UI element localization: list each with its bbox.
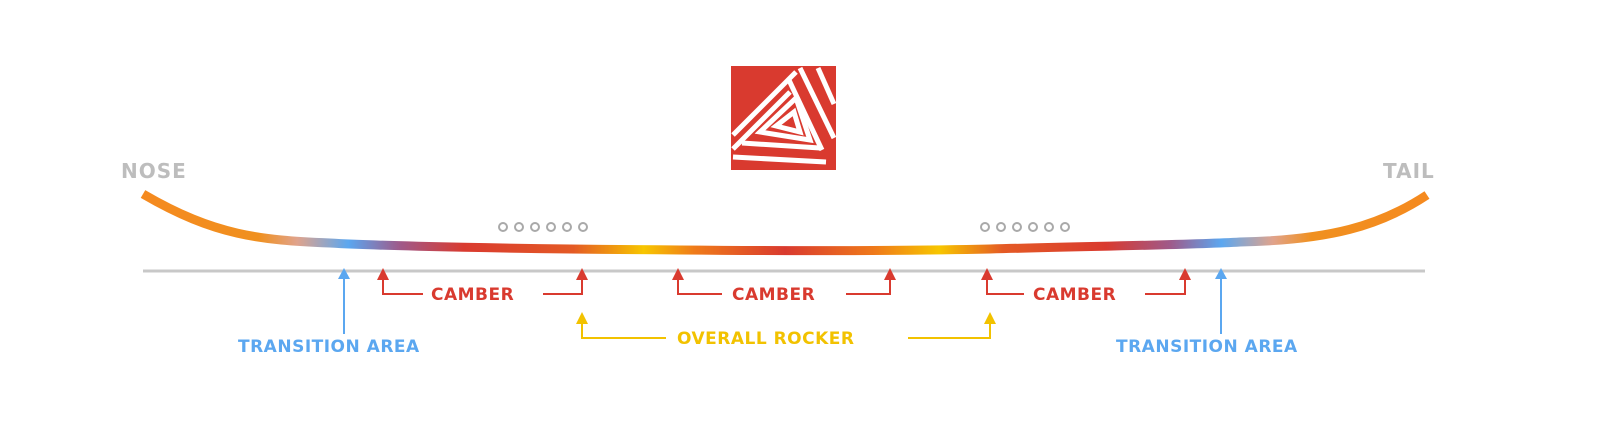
camber-center-arrow-end bbox=[884, 268, 896, 280]
rocker-arrow-end bbox=[984, 312, 996, 324]
rocker-arrow-start bbox=[576, 312, 588, 324]
overall-rocker-bracket bbox=[581, 322, 991, 339]
camber-label-center: CAMBER bbox=[732, 285, 815, 305]
tail-label: TAIL bbox=[1383, 159, 1435, 183]
camber-center-arrow-start bbox=[672, 268, 684, 280]
nose-label: NOSE bbox=[121, 159, 187, 183]
camber-bracket-right bbox=[986, 278, 1186, 295]
transition-marker-left bbox=[338, 268, 350, 334]
brand-logo bbox=[731, 66, 837, 170]
camber-label-left: CAMBER bbox=[431, 285, 514, 305]
transition-area-label-right: TRANSITION AREA bbox=[1116, 337, 1298, 357]
transition-area-label-left: TRANSITION AREA bbox=[238, 337, 420, 357]
overall-rocker-label: OVERALL ROCKER bbox=[677, 329, 855, 349]
camber-right-arrow-end bbox=[1179, 268, 1191, 280]
board-profile bbox=[140, 190, 1430, 256]
camber-bracket-center bbox=[677, 278, 891, 295]
transition-marker-right bbox=[1215, 268, 1227, 334]
binding-inserts-left bbox=[498, 222, 588, 232]
binding-inserts-right bbox=[980, 222, 1070, 232]
camber-left-arrow-start bbox=[377, 268, 389, 280]
camber-label-right: CAMBER bbox=[1033, 285, 1116, 305]
camber-left-arrow-end bbox=[576, 268, 588, 280]
camber-right-arrow-start bbox=[981, 268, 993, 280]
camber-bracket-left bbox=[382, 278, 583, 295]
